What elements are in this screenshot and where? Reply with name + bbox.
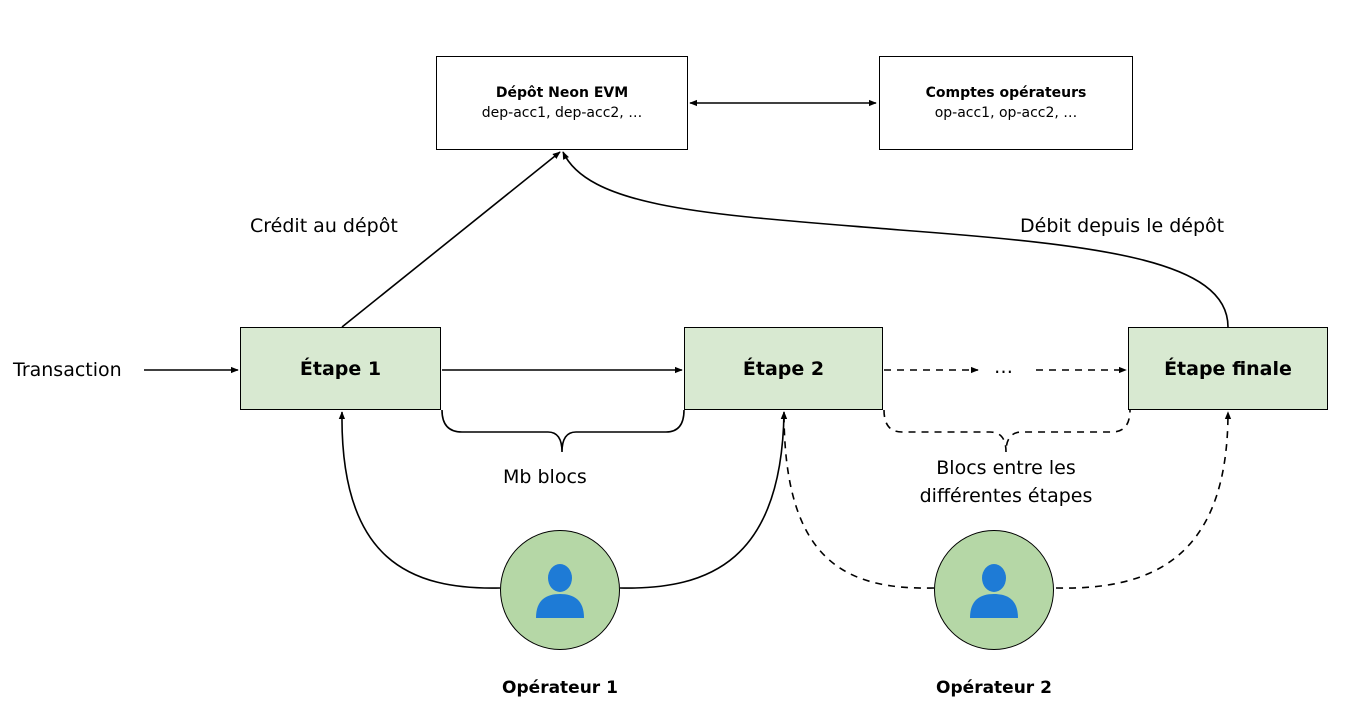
blocks-label: Mb blocs bbox=[503, 466, 587, 488]
operator-accounts-title: Comptes opérateurs bbox=[925, 85, 1087, 101]
transaction-label: Transaction bbox=[13, 359, 122, 381]
step-1-label: Étape 1 bbox=[299, 357, 382, 380]
deposit-box: Dépôt Neon EVM dep-acc1, dep-acc2, … bbox=[436, 56, 688, 150]
operator-2-node bbox=[934, 530, 1054, 650]
deposit-title: Dépôt Neon EVM bbox=[495, 85, 629, 101]
final-step-box: Étape finale bbox=[1128, 327, 1328, 410]
blocks-between-label-line2: différentes étapes bbox=[919, 485, 1093, 507]
blocks-between-label-line1: Blocs entre les bbox=[936, 457, 1076, 479]
debit-arrow bbox=[562, 151, 1229, 328]
step-1-box: Étape 1 bbox=[240, 327, 441, 410]
operator-2-label: Opérateur 2 bbox=[936, 678, 1052, 698]
operator1-to-step2-arrow bbox=[619, 411, 788, 589]
credit-arrow bbox=[341, 151, 561, 328]
step-2-label: Étape 2 bbox=[742, 357, 825, 380]
blocks-between-brace bbox=[883, 409, 1131, 453]
step-2-box: Étape 2 bbox=[684, 327, 883, 410]
operator-1-label: Opérateur 1 bbox=[502, 678, 618, 698]
blocks-brace bbox=[441, 409, 685, 453]
debit-label: Débit depuis le dépôt bbox=[1020, 215, 1225, 237]
operator-1-node bbox=[500, 530, 620, 650]
operator-accounts-box: Comptes opérateurs op-acc1, op-acc2, … bbox=[879, 56, 1133, 150]
operator-accounts-list: op-acc1, op-acc2, … bbox=[934, 105, 1078, 121]
user-icon bbox=[970, 564, 1018, 618]
deposit-accounts: dep-acc1, dep-acc2, … bbox=[481, 105, 643, 121]
user-icon bbox=[536, 564, 584, 618]
ellipsis: … bbox=[994, 356, 1013, 378]
credit-label: Crédit au dépôt bbox=[250, 215, 398, 237]
final-step-label: Étape finale bbox=[1164, 357, 1292, 380]
operator1-to-step1-arrow bbox=[338, 411, 501, 589]
